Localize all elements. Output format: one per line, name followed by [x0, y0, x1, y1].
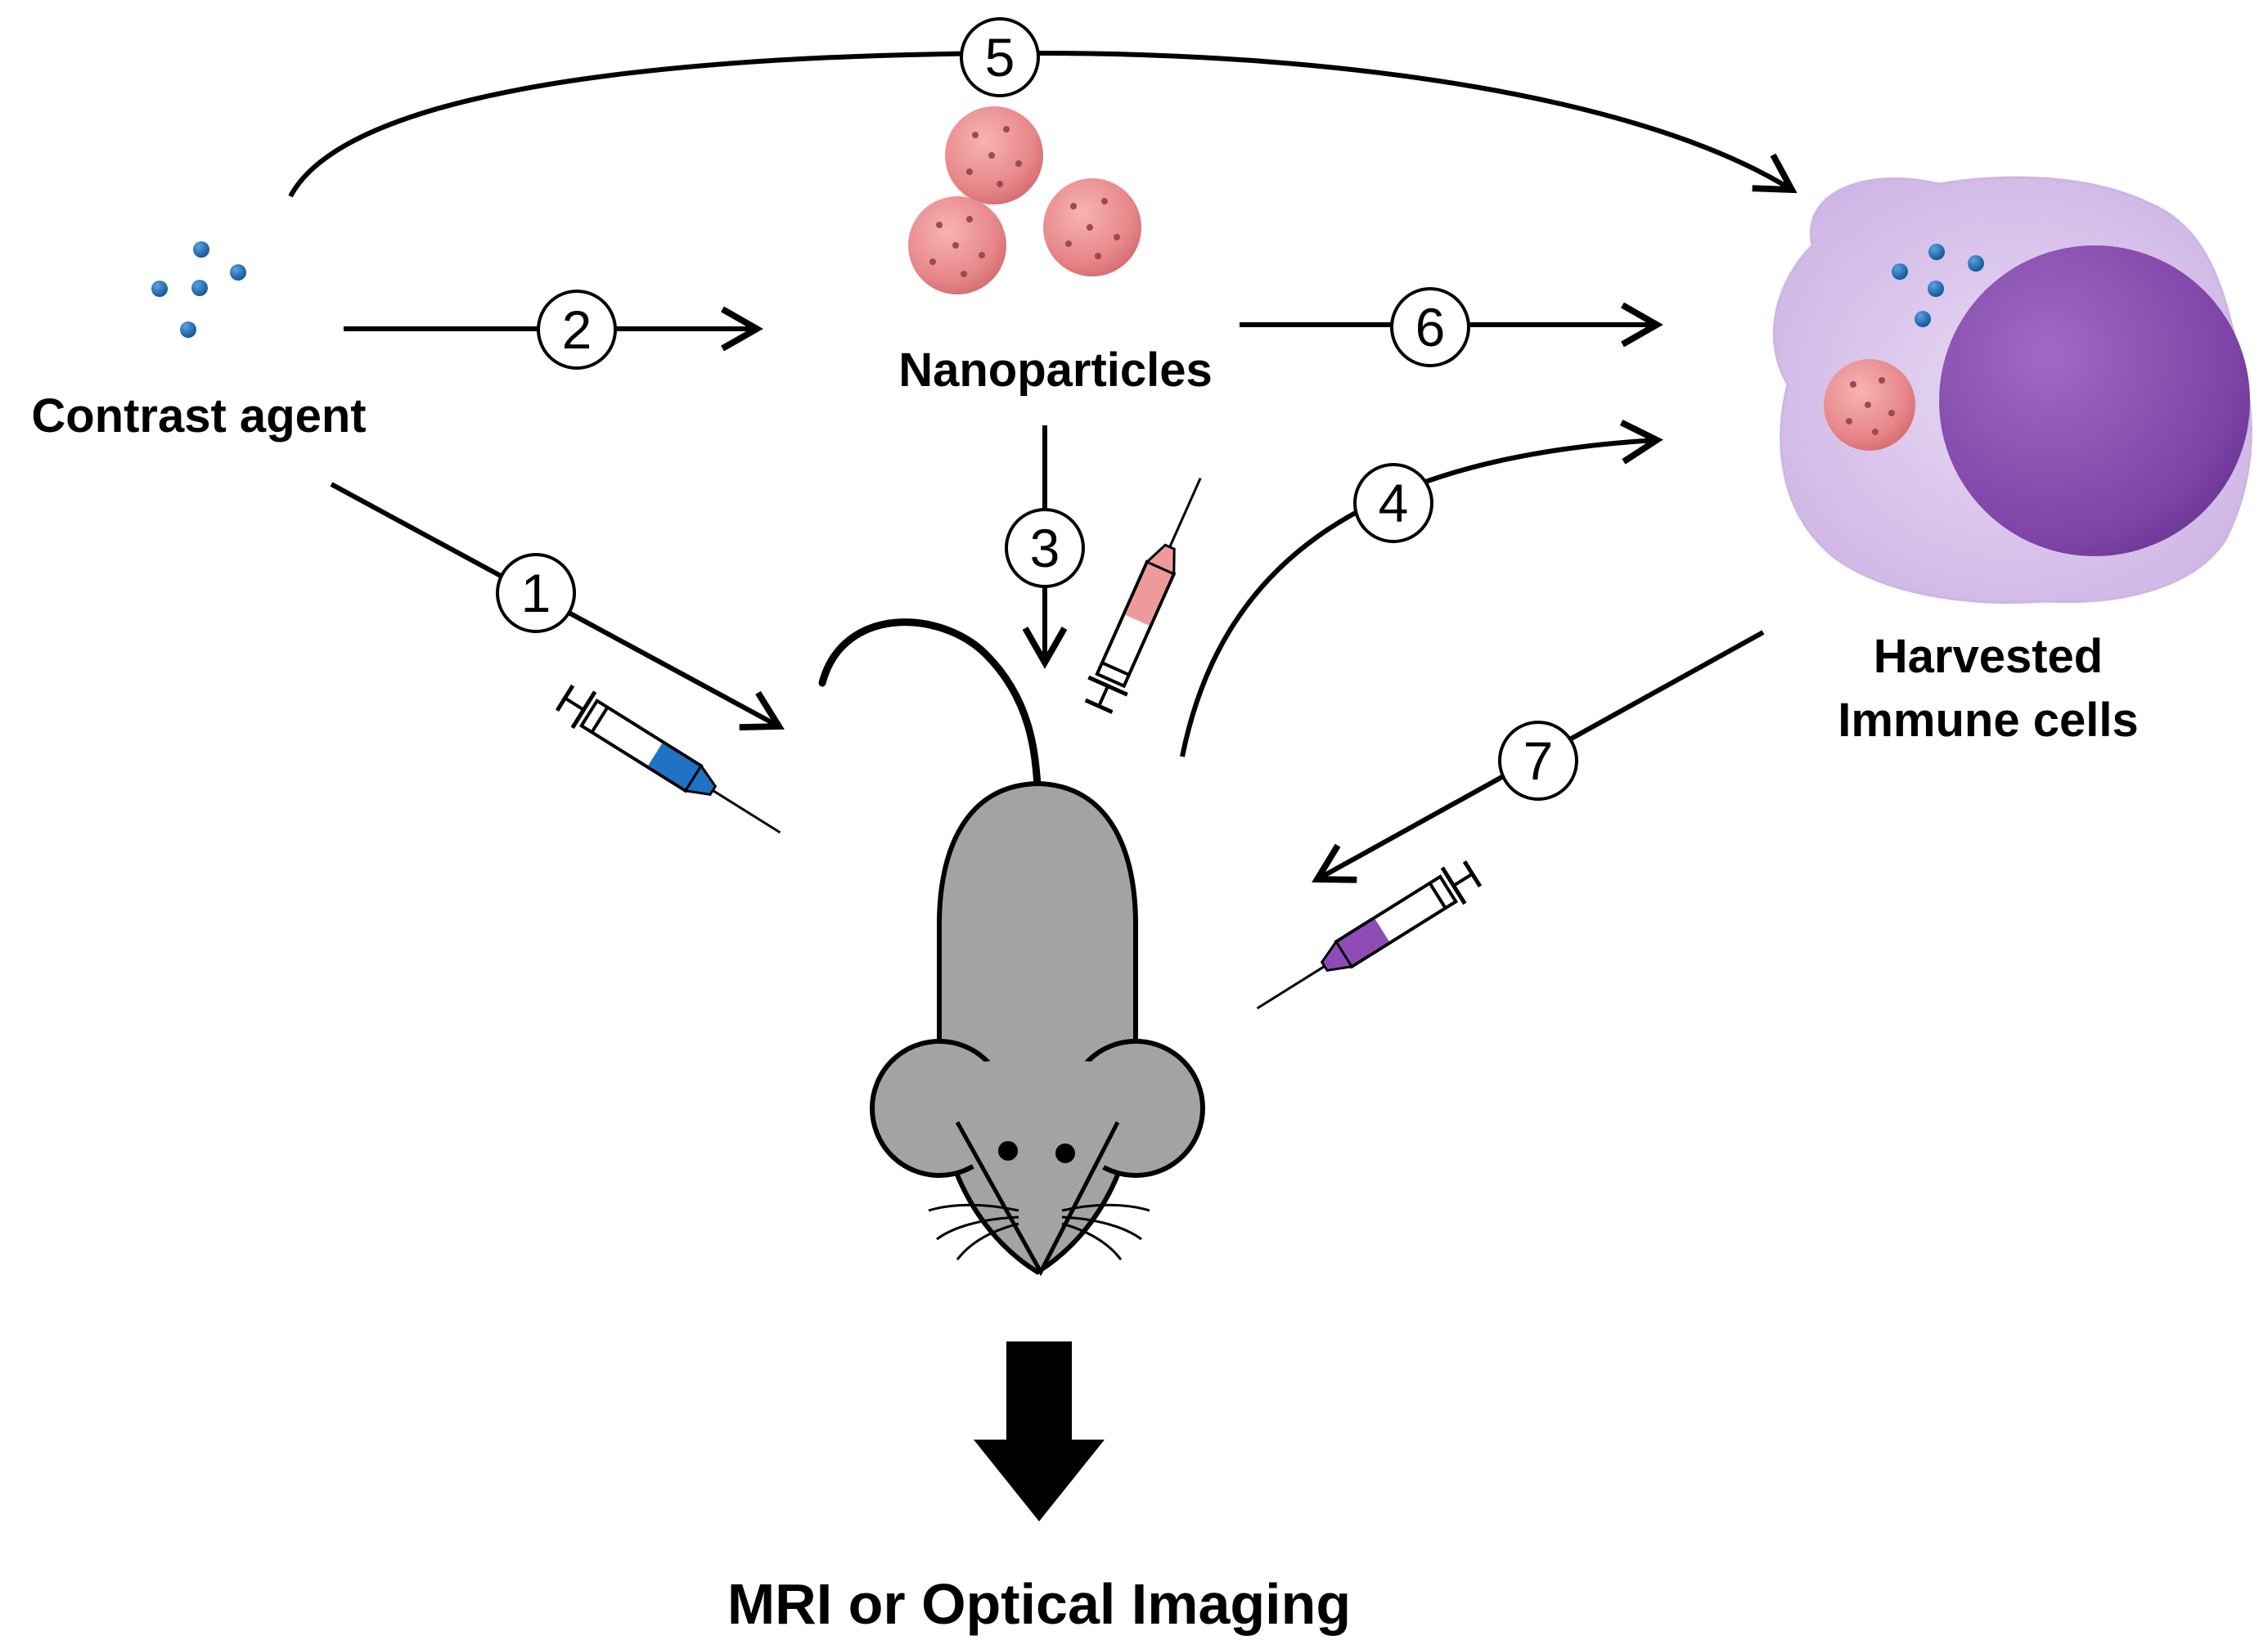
- output-label: MRI or Optical Imaging: [727, 1572, 1351, 1636]
- output-arrow: [974, 1341, 1105, 1521]
- svg-text:6: 6: [1415, 297, 1446, 357]
- harvested-label-line2: Immune cells: [1838, 694, 2138, 747]
- mouse-icon: [818, 618, 1205, 1277]
- syringe-pink-icon: [1084, 478, 1202, 714]
- svg-text:3: 3: [1030, 518, 1060, 578]
- syringe-purple-icon: [1256, 860, 1483, 1010]
- immune-cell-icon: [1772, 176, 2252, 604]
- step-badge-3: 3: [1005, 508, 1085, 588]
- svg-text:1: 1: [521, 563, 551, 623]
- step-badge-2: 2: [537, 290, 617, 370]
- svg-text:4: 4: [1379, 473, 1409, 533]
- svg-text:2: 2: [562, 299, 592, 360]
- nanoparticles-label: Nanoparticles: [898, 344, 1213, 397]
- step-badge-1: 1: [496, 553, 576, 633]
- arrow-5: [288, 50, 1798, 198]
- step-badge-7: 7: [1498, 721, 1578, 801]
- syringe-blue-icon: [555, 684, 781, 834]
- contrast-agent-icon: [151, 241, 246, 338]
- svg-text:5: 5: [985, 27, 1015, 88]
- contrast-agent-label: Contrast agent: [31, 389, 366, 443]
- step-badge-6: 6: [1390, 287, 1470, 367]
- step-badge-4: 4: [1353, 463, 1433, 543]
- harvested-label-line1: Harvested: [1874, 630, 2103, 683]
- svg-text:7: 7: [1523, 730, 1554, 791]
- arrow-4: [1180, 420, 1663, 757]
- nanoparticles-icon: [908, 106, 1141, 294]
- step-badge-5: 5: [960, 17, 1040, 97]
